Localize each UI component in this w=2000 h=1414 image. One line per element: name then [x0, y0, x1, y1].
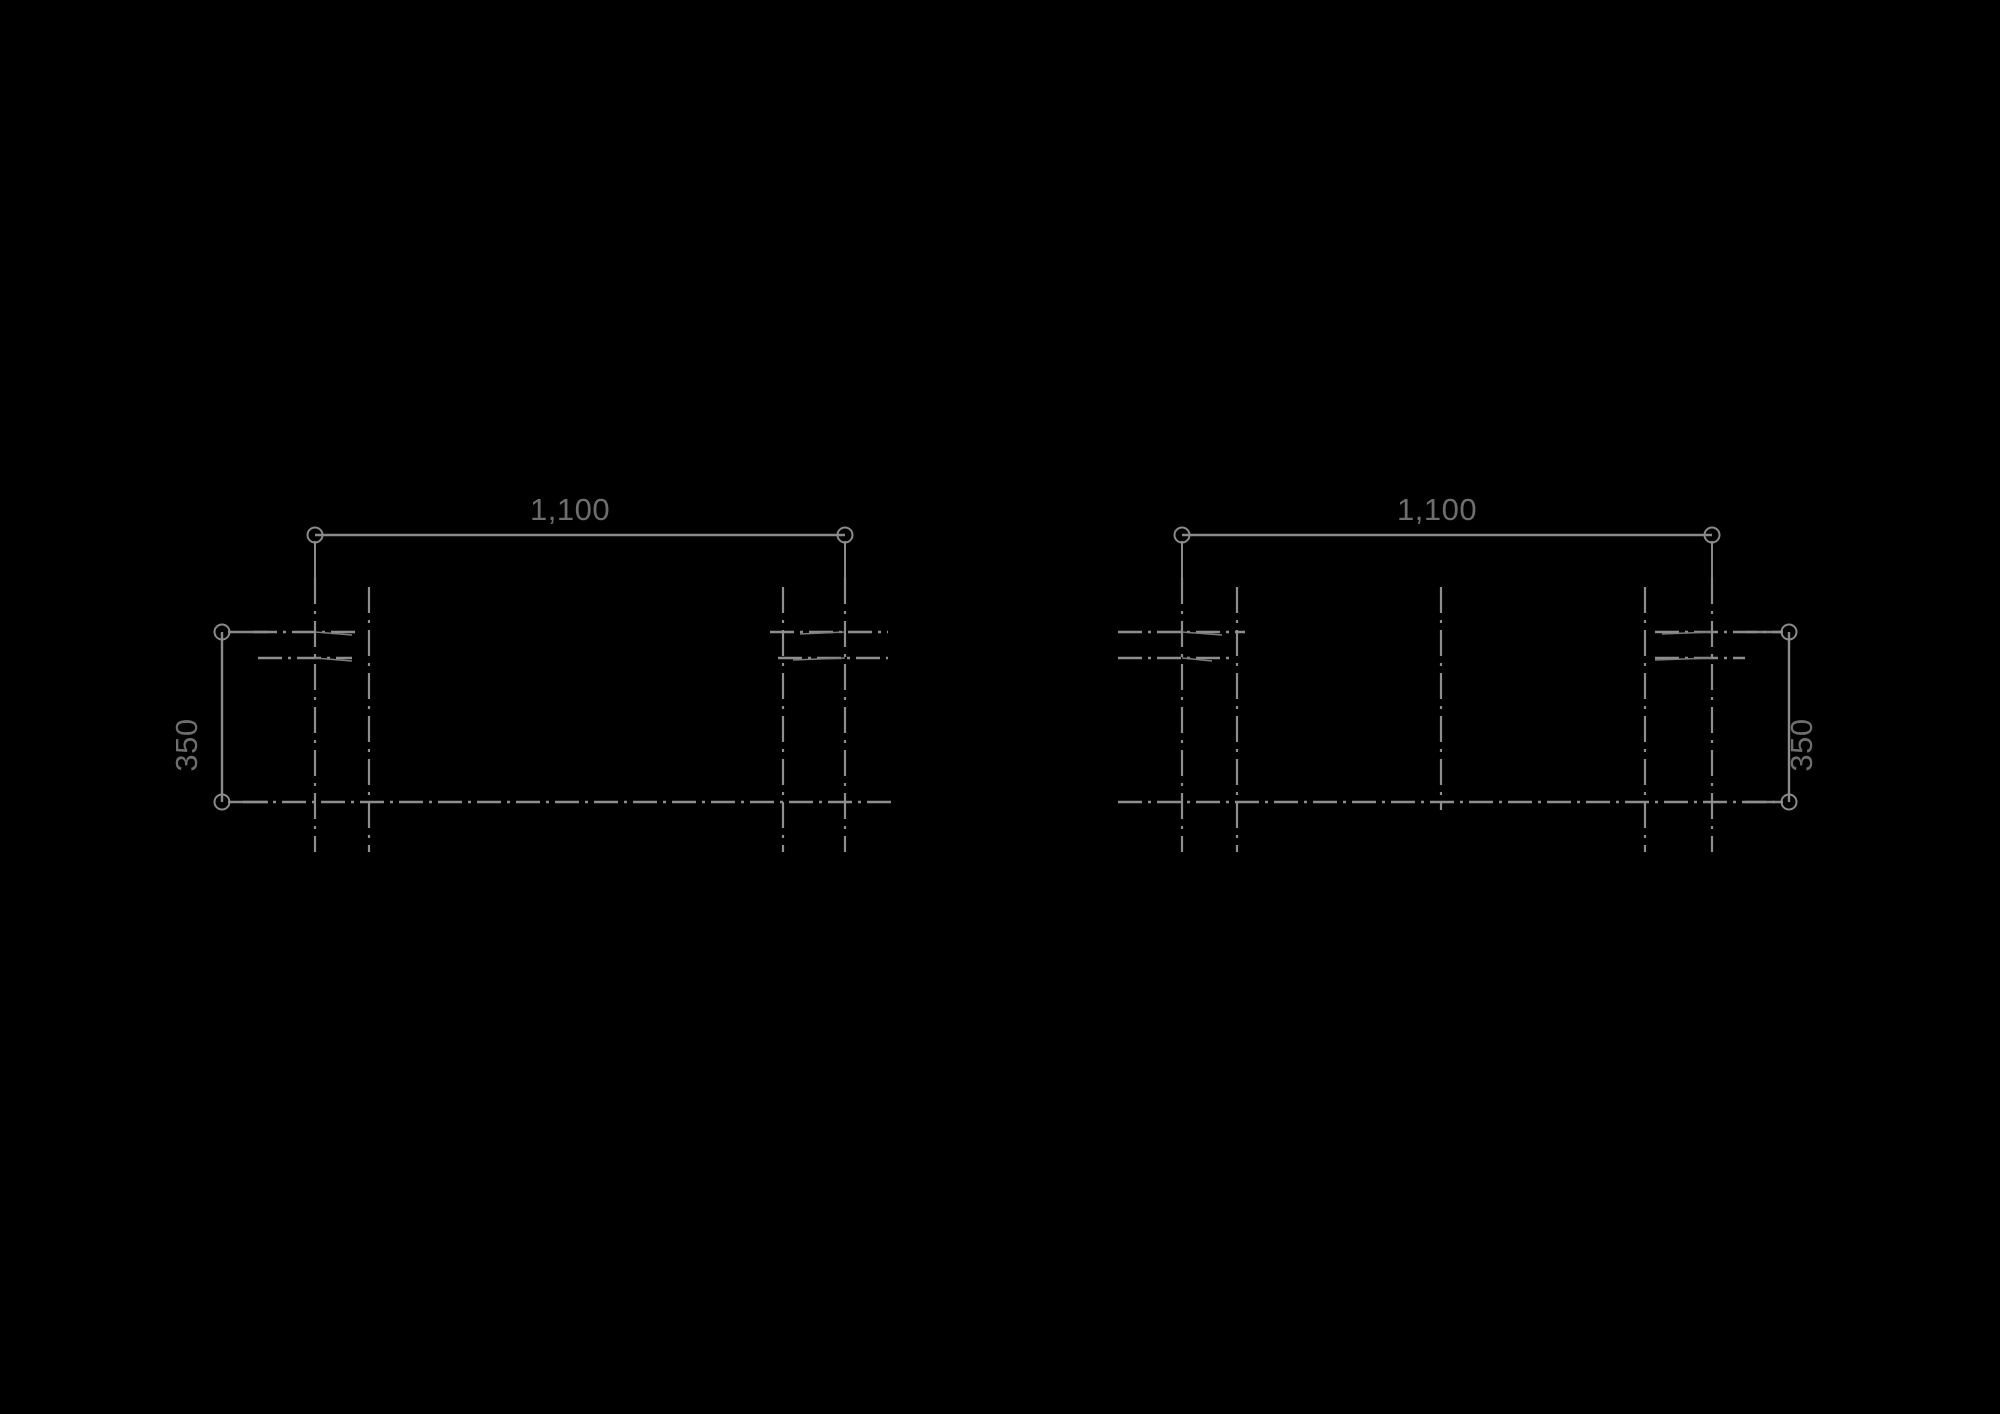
right-vertical-centerlines [1180, 578, 1714, 852]
right-vertical-dimension: 350 [1745, 623, 1819, 811]
right-elevation-view: 1,100 350 [1118, 492, 1819, 852]
left-vertical-dimension: 350 [169, 623, 268, 811]
dimension-label-height: 350 [1784, 718, 1819, 771]
dimension-label-height: 350 [169, 718, 204, 771]
left-elevation-view: 1,100 350 [169, 492, 893, 852]
joint-mark [314, 631, 353, 636]
joint-mark [1181, 631, 1223, 636]
left-horizontal-centerlines [243, 630, 893, 804]
dimension-label-width: 1,100 [530, 492, 610, 527]
joint-mark [1181, 657, 1213, 662]
dimension-label-width: 1,100 [1397, 492, 1477, 527]
right-horizontal-centerlines [1118, 630, 1783, 804]
right-joint-marks [1181, 631, 1713, 662]
right-horizontal-dimension: 1,100 [1173, 492, 1721, 600]
left-vertical-centerlines [313, 578, 847, 852]
joint-mark [1654, 657, 1713, 661]
joint-mark [799, 631, 846, 635]
joint-mark [1661, 631, 1713, 635]
left-horizontal-dimension: 1,100 [306, 492, 854, 600]
joint-mark [792, 657, 846, 661]
joint-mark [314, 657, 353, 662]
left-joint-marks [314, 631, 846, 662]
